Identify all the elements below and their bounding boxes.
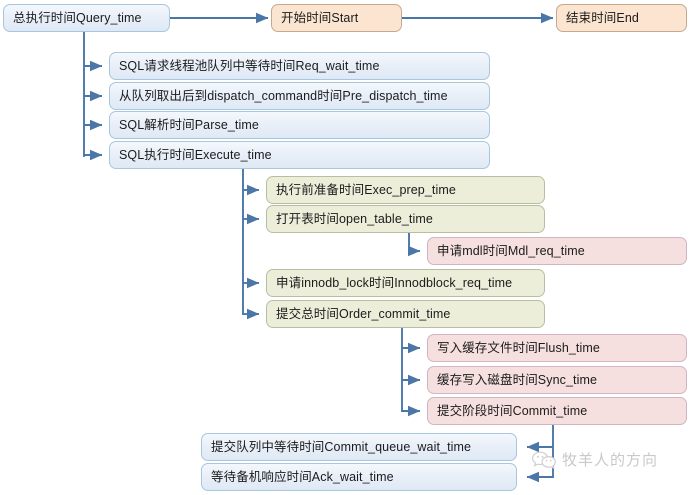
node-label: 写入缓存文件时间Flush_time — [437, 340, 600, 355]
node-label: 提交队列中等待时间Commit_queue_wait_time — [211, 439, 472, 454]
node-label: 提交阶段时间Commit_time — [437, 403, 588, 418]
node-label: 打开表时间open_table_time — [276, 211, 433, 226]
node-label: 总执行时间Query_time — [13, 10, 142, 25]
node-label: 缓存写入磁盘时间Sync_time — [437, 372, 598, 387]
node-label: SQL请求线程池队列中等待时间Req_wait_time — [119, 58, 380, 73]
node-query-time[interactable]: 总执行时间Query_time — [3, 4, 170, 32]
node-label: 申请innodb_lock时间Innodblock_req_time — [276, 275, 513, 290]
node-sync-time[interactable]: 缓存写入磁盘时间Sync_time — [427, 366, 687, 394]
node-commit-time[interactable]: 提交阶段时间Commit_time — [427, 397, 687, 425]
node-order-commit-time[interactable]: 提交总时间Order_commit_time — [266, 300, 545, 328]
node-commit-queue-wait-time[interactable]: 提交队列中等待时间Commit_queue_wait_time — [201, 433, 517, 461]
node-open-table-time[interactable]: 打开表时间open_table_time — [266, 205, 545, 233]
node-label: 申请mdl时间Mdl_req_time — [437, 243, 585, 258]
node-label: 提交总时间Order_commit_time — [276, 306, 451, 321]
watermark-text: 牧羊人的方向 — [562, 452, 659, 469]
node-label: 从队列取出后到dispatch_command时间Pre_dispatch_ti… — [119, 88, 448, 103]
watermark: 牧羊人的方向 — [531, 449, 658, 470]
node-exec-prep-time[interactable]: 执行前准备时间Exec_prep_time — [266, 176, 545, 204]
node-parse-time[interactable]: SQL解析时间Parse_time — [109, 111, 490, 139]
node-innodblock-req-time[interactable]: 申请innodb_lock时间Innodblock_req_time — [266, 269, 545, 297]
node-pre-dispatch-time[interactable]: 从队列取出后到dispatch_command时间Pre_dispatch_ti… — [109, 82, 490, 110]
node-label: 执行前准备时间Exec_prep_time — [276, 182, 456, 197]
node-label: 等待备机响应时间Ack_wait_time — [211, 469, 394, 484]
node-start[interactable]: 开始时间Start — [271, 4, 402, 32]
node-label: 开始时间Start — [281, 10, 359, 25]
node-label: 结束时间End — [566, 10, 639, 25]
node-label: SQL执行时间Execute_time — [119, 147, 272, 162]
wechat-bubbles-icon — [531, 450, 557, 470]
node-req-wait-time[interactable]: SQL请求线程池队列中等待时间Req_wait_time — [109, 52, 490, 80]
node-end[interactable]: 结束时间End — [556, 4, 687, 32]
wire-opentable-to-mdl — [407, 232, 421, 257]
node-ack-wait-time[interactable]: 等待备机响应时间Ack_wait_time — [201, 463, 517, 491]
node-label: SQL解析时间Parse_time — [119, 117, 259, 132]
node-flush-time[interactable]: 写入缓存文件时间Flush_time — [427, 334, 687, 362]
node-mdl-req-time[interactable]: 申请mdl时间Mdl_req_time — [427, 237, 687, 265]
node-execute-time[interactable]: SQL执行时间Execute_time — [109, 141, 490, 169]
